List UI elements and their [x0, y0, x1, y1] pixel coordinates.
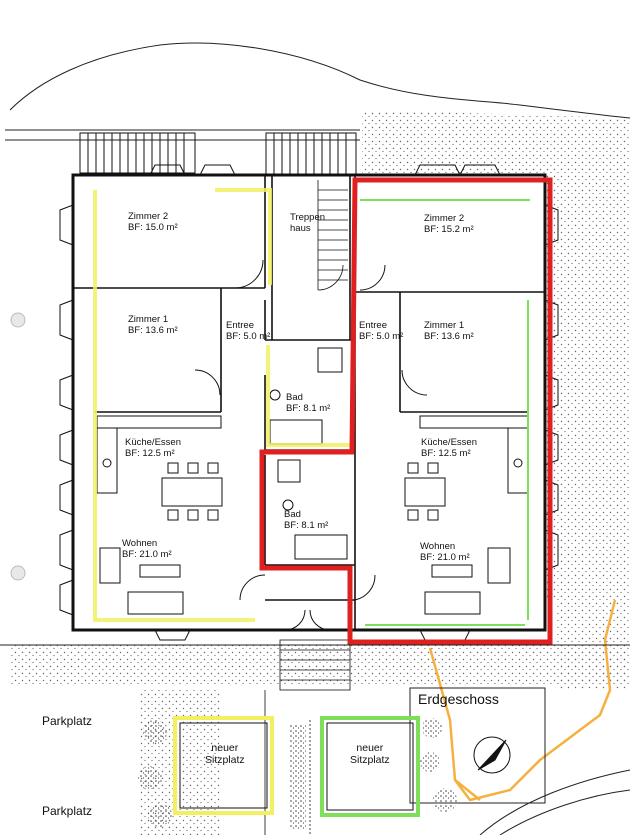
- room-area: BF: 21.0 m²: [420, 552, 470, 563]
- site-terrain: [5, 42, 631, 141]
- room-name: Küche/Essen: [421, 437, 477, 448]
- sitzplatz-line2: Sitzplatz: [205, 754, 245, 766]
- top-balconies: [79, 132, 357, 176]
- floor-title: Erdgeschoss: [418, 691, 499, 707]
- room-name: Entree: [359, 320, 387, 331]
- room-name: Zimmer 1: [424, 320, 465, 331]
- north-arrow-icon: [473, 736, 511, 774]
- red-outline: [259, 177, 553, 645]
- room-area: BF: 13.6 m²: [128, 325, 178, 336]
- room-name: Bad: [284, 509, 301, 520]
- sitzplatz-line1: neuer: [211, 742, 239, 754]
- room-area: BF: 12.5 m²: [125, 448, 175, 459]
- furniture: [99, 462, 511, 615]
- room-name: Wohnen: [420, 541, 456, 552]
- sitzplatz-right-inner: [326, 722, 414, 811]
- room-area: BF: 5.0 m²: [226, 331, 271, 342]
- parking-label-2: Parkplatz: [42, 804, 93, 818]
- parking-label-1: Parkplatz: [42, 714, 93, 728]
- stair-label-line2: haus: [290, 223, 311, 234]
- room-name: Zimmer 1: [128, 314, 169, 325]
- sitzplatz-left-inner: [179, 722, 268, 809]
- binder-hole: [10, 312, 26, 328]
- room-name: Zimmer 2: [424, 213, 465, 224]
- staircase: [317, 180, 348, 291]
- room-area: BF: 5.0 m²: [359, 331, 404, 342]
- room-area: BF: 15.0 m²: [128, 222, 178, 233]
- binder-hole: [10, 565, 26, 581]
- room-area: BF: 8.1 m²: [286, 403, 331, 414]
- room-area: BF: 8.1 m²: [284, 520, 329, 531]
- room-name: Bad: [286, 392, 303, 403]
- room-name: Entree: [226, 320, 254, 331]
- door-swings: [194, 259, 428, 631]
- sitzplatz-line2: Sitzplatz: [350, 754, 390, 766]
- room-area: BF: 12.5 m²: [421, 448, 471, 459]
- stipple-areas: [10, 110, 630, 835]
- gravel-strip: [290, 725, 306, 830]
- room-name: Zimmer 2: [128, 211, 169, 222]
- entry-steps: [264, 639, 351, 835]
- room-name: Wohnen: [122, 538, 158, 549]
- room-area: BF: 15.2 m²: [424, 224, 474, 235]
- room-area: BF: 13.6 m²: [424, 331, 474, 342]
- room-name: Küche/Essen: [125, 437, 181, 448]
- sitzplatz-line1: neuer: [356, 742, 384, 754]
- room-area: BF: 21.0 m²: [122, 549, 172, 560]
- green-trace: [360, 199, 530, 626]
- sitzplatz-right-box: [320, 716, 420, 817]
- building-walls: [71, 173, 547, 632]
- landscape-lines: [0, 644, 631, 835]
- sitzplatz-left-box: [173, 716, 274, 815]
- bushes: [138, 718, 457, 827]
- stair-label-line1: Treppen: [290, 212, 326, 223]
- orange-boundary: [428, 599, 617, 802]
- yellow-highlight: [93, 188, 352, 622]
